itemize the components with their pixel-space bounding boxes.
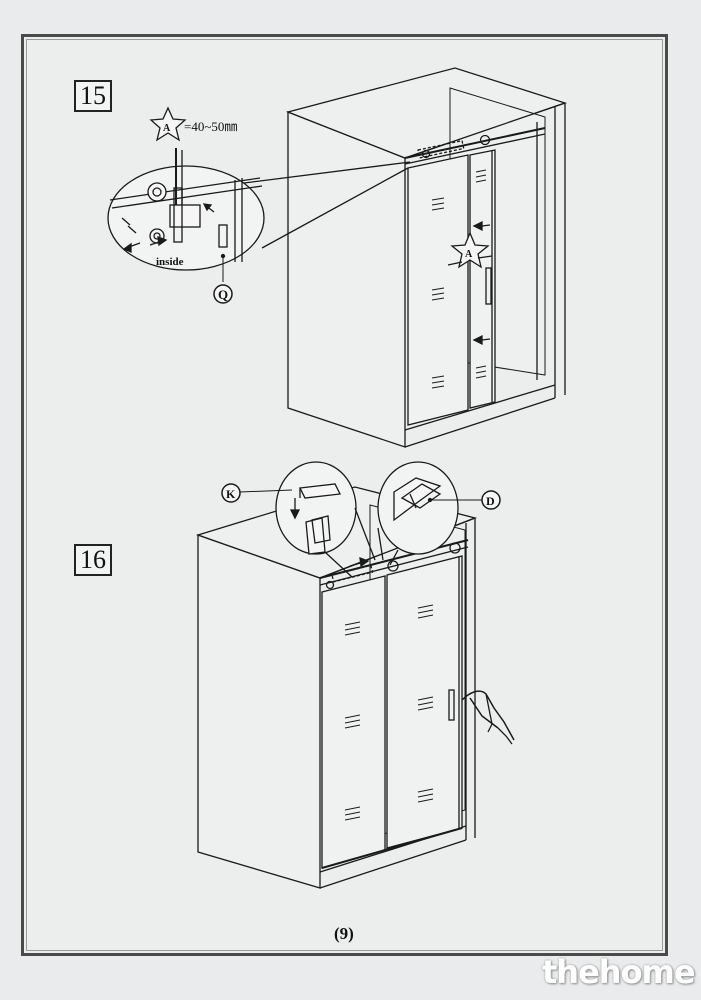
step-16-top-rail [319, 539, 469, 590]
step-15-slide-arrows [472, 220, 491, 346]
step-15-glass-reflection-marks [431, 169, 487, 389]
step-16-callout-k-circle [221, 483, 241, 503]
step-16-callout-k-line [239, 489, 293, 493]
page-number: (9) [334, 924, 354, 943]
step-16-glass-door [321, 555, 463, 869]
step-15-number: 15 [74, 80, 112, 112]
step-16-hex-key-icon [461, 690, 515, 745]
step-15-inside-label: inside [156, 256, 184, 268]
step-15-callout-q-circle [213, 284, 233, 304]
step-15-callout-q: Q [218, 287, 228, 302]
step-16-glass-reflection-marks [344, 604, 434, 821]
step-15-glass-door [407, 122, 538, 426]
step-15-callout-line-top [235, 161, 411, 185]
step-15-diagram: A [107, 67, 568, 448]
step-15-door-marker-letter: A [465, 249, 473, 260]
step-15-dimension-text: =40~50㎜ [184, 119, 237, 134]
step-16-detail-magnifier-d [377, 461, 482, 566]
step-16-callout-d-circle [481, 490, 501, 510]
step-15-marker-letter: A [163, 123, 171, 134]
step-15-star-marker [447, 231, 493, 269]
step-15-detail-magnifier [107, 148, 265, 282]
step-15-measurement-star [149, 106, 187, 142]
page-inner-border [26, 39, 663, 951]
step-16-callout-k: K [226, 487, 236, 501]
step-16-callout-d: D [486, 494, 495, 508]
step-16-diagram: K D [195, 461, 515, 889]
watermark-logo: thehome [542, 953, 696, 991]
step-15-top-rail [404, 127, 546, 165]
step-15-callout-line-bottom [261, 167, 409, 249]
step-16-number: 16 [74, 544, 112, 576]
step-16-detail-magnifier-k [275, 461, 376, 578]
